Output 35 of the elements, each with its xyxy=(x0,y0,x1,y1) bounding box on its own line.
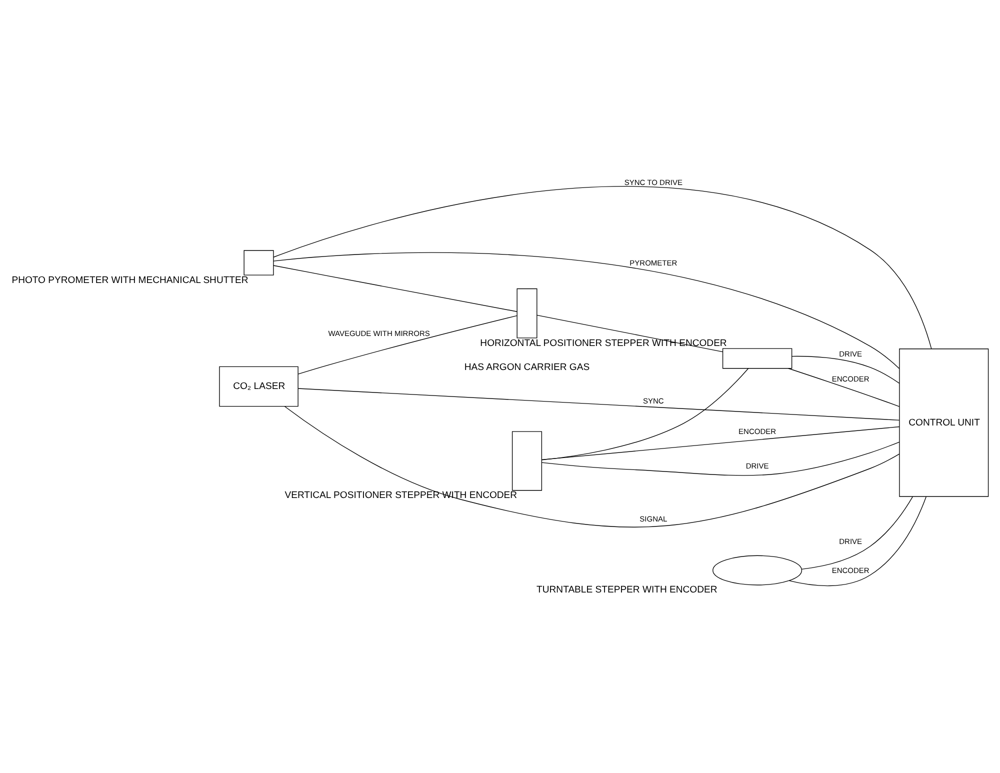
connector xyxy=(298,314,518,374)
edge-label: SYNC xyxy=(643,396,664,405)
connector xyxy=(273,186,932,349)
node-box: CONTROL UNIT xyxy=(899,348,989,496)
connector xyxy=(788,368,900,406)
connector xyxy=(788,496,926,586)
connector xyxy=(273,264,518,312)
node-label: PHOTO PYROMETER WITH MECHANICAL SHUTTER xyxy=(12,274,248,286)
node-box xyxy=(512,430,542,490)
node-label: TURNTABLE STEPPER WITH ENCODER xyxy=(536,584,718,596)
edge-label: DRIVE xyxy=(839,348,862,358)
connector xyxy=(284,406,900,527)
node-label: HORIZONTAL POSITIONER STEPPER WITH ENCODER xyxy=(480,337,727,348)
edge-label: ENCODER xyxy=(832,565,870,574)
connector xyxy=(298,388,900,420)
edge-label: WAVEGUDE WITH MIRRORS xyxy=(328,328,430,338)
node-ellipse xyxy=(712,554,802,585)
connector xyxy=(541,426,900,460)
edge-label: SYNC TO DRIVE xyxy=(624,177,682,186)
connector xyxy=(801,496,914,570)
connector xyxy=(542,441,900,476)
node-box: CO₂ LASER xyxy=(219,366,298,406)
node-box xyxy=(516,288,538,338)
node-box xyxy=(722,348,792,368)
connector xyxy=(792,355,900,384)
node-box xyxy=(244,250,274,275)
label: HAS ARGON CARRIER GAS xyxy=(464,361,590,372)
edge-label: PYROMETER xyxy=(630,258,678,267)
connector xyxy=(536,314,723,352)
connector xyxy=(273,252,900,368)
edge-label: ENCODER xyxy=(832,374,870,384)
edge-label: ENCODER xyxy=(738,426,776,436)
edge-label: SIGNAL xyxy=(640,514,668,524)
edge-label: DRIVE xyxy=(839,536,862,546)
edge-label: DRIVE xyxy=(746,460,769,470)
